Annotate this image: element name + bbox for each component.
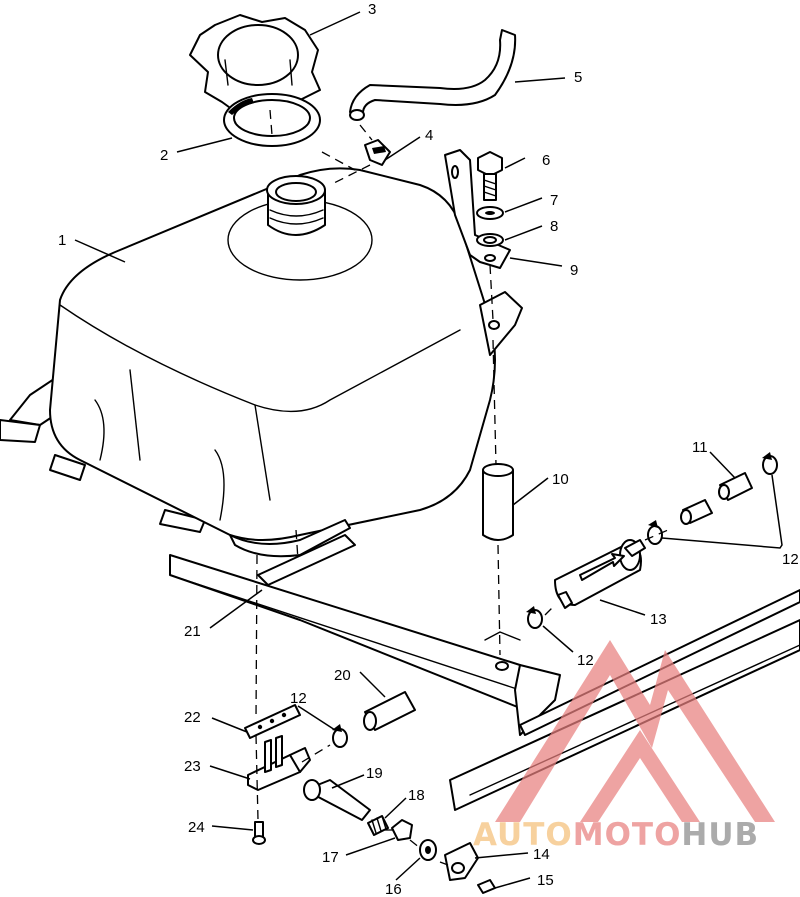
callout-3: 3 <box>368 1 376 18</box>
callout-labels: 1 2 3 4 5 6 7 8 9 10 11 12 12 12 13 14 1… <box>58 1 799 897</box>
washer-7 <box>476 206 504 220</box>
spacer <box>482 463 514 541</box>
callout-16: 16 <box>385 881 402 897</box>
fuel-hose-20 <box>363 691 416 731</box>
hose-clamp-low <box>526 606 543 629</box>
mount-bracket <box>444 149 511 269</box>
callout-4: 4 <box>425 127 433 144</box>
callout-24: 24 <box>188 819 205 836</box>
fuel-petcock <box>247 735 311 791</box>
fuel-hose-11 <box>680 472 753 525</box>
logo-text-auto: AUTO <box>473 817 573 853</box>
bolt <box>477 151 503 201</box>
cap-gasket <box>223 93 321 147</box>
callout-12-right: 12 <box>782 551 799 568</box>
callout-6: 6 <box>542 152 550 169</box>
tank-pad <box>257 534 356 586</box>
mount-screw <box>252 821 266 845</box>
callout-22: 22 <box>184 709 201 726</box>
leader-lines <box>74 11 783 889</box>
hose-clamp-top <box>762 452 778 475</box>
lever-knob <box>444 842 479 881</box>
callout-1: 1 <box>58 232 66 249</box>
fuel-tank <box>0 167 523 558</box>
vent-hose <box>349 29 517 121</box>
automotohub-logo: AUTOMOTOHUB <box>473 640 775 853</box>
fuel-filter <box>554 539 646 609</box>
callout-15: 15 <box>537 872 554 889</box>
shaft <box>303 779 371 821</box>
vent-valve <box>364 139 391 166</box>
callout-19: 19 <box>366 765 383 782</box>
callout-13: 13 <box>650 611 667 628</box>
callout-21: 21 <box>184 623 201 640</box>
callout-17: 17 <box>322 849 339 866</box>
logo-triangle-mark <box>495 640 775 822</box>
spring <box>367 815 389 836</box>
hose-clamp-mid <box>647 520 663 545</box>
callout-7: 7 <box>550 192 558 209</box>
callout-18: 18 <box>408 787 425 804</box>
callout-5: 5 <box>574 69 582 86</box>
callout-23: 23 <box>184 758 201 775</box>
callout-8: 8 <box>550 218 558 235</box>
assembly-lines <box>255 109 669 866</box>
callout-14: 14 <box>533 846 550 863</box>
callout-9: 9 <box>570 262 578 279</box>
callout-2: 2 <box>160 147 168 164</box>
callout-12-mid: 12 <box>577 652 594 669</box>
logo-text-hub: HUB <box>681 817 759 853</box>
washer-8 <box>476 233 504 247</box>
logo-text-moto: MOTO <box>573 817 682 853</box>
hose-clamp-left <box>332 724 348 748</box>
callout-11: 11 <box>692 439 708 456</box>
washer-16 <box>419 839 437 861</box>
svg-text:AUTOMOTOHUB: AUTOMOTOHUB <box>473 817 759 853</box>
mount-plate <box>244 704 301 739</box>
callout-10: 10 <box>552 471 569 488</box>
knob-screw <box>477 879 496 894</box>
callout-20: 20 <box>334 667 351 684</box>
detent-plate <box>391 819 413 841</box>
callout-12-left: 12 <box>290 690 307 707</box>
